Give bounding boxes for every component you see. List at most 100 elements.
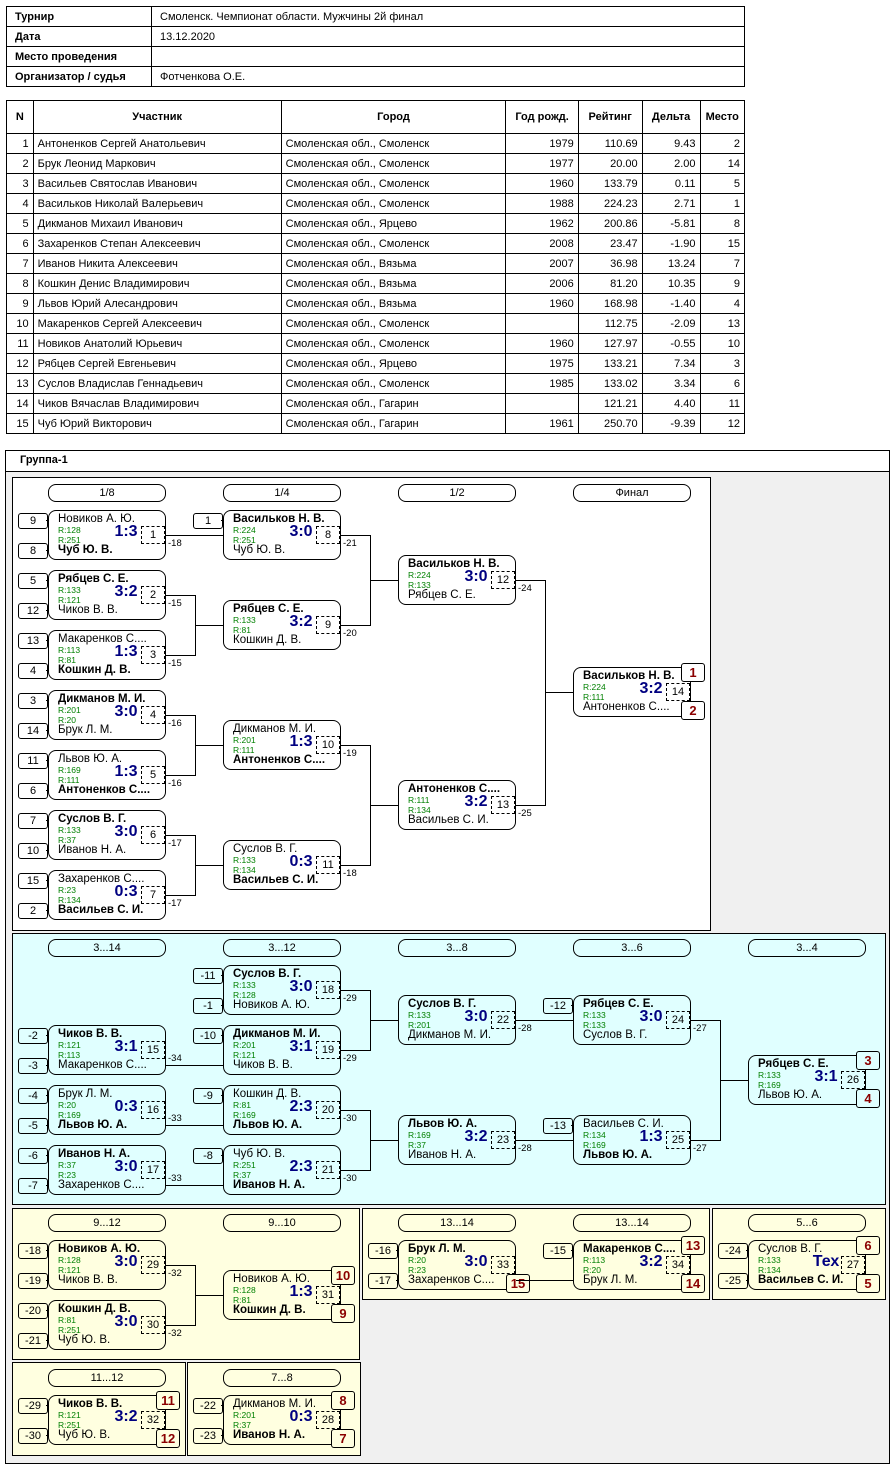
table-cell: 4 [699,293,745,314]
connector-line [166,1265,195,1266]
seed-bottom: 10 [18,843,48,859]
match-score: 3:0 [289,523,313,540]
connector-line [370,805,398,806]
player-top: Макаренков С.... [583,1243,676,1255]
loser-destination: -34 [168,1053,182,1064]
seed-top: -20 [18,1303,48,1319]
table-cell: 9 [699,273,745,294]
match-score: 3:0 [114,703,138,720]
player-top: Кошкин Д. В. [233,1088,302,1100]
connector-line [691,1140,720,1141]
match-number: 5 [141,766,165,784]
connector-line [341,1170,370,1171]
seed-bottom: 4 [18,663,48,679]
table-cell: 1961 [505,413,579,434]
round-header: 7...8 [223,1369,341,1387]
rating-bottom: R:169 [758,1080,781,1090]
table-cell: Смоленская обл., Вязьма [280,293,507,314]
table-cell: 110.69 [577,133,643,154]
table-cell: Макаренков Сергей Алексеевич [32,313,282,334]
player-top: Кошкин Д. В. [58,1303,131,1315]
match-number: 14 [666,683,690,701]
match-number: 33 [491,1256,515,1274]
match-score: 3:2 [639,680,663,697]
round-header: 13...14 [573,1214,691,1232]
seed-top: 7 [18,813,48,829]
match-number: 13 [491,796,515,814]
rating-top: R:201 [233,1410,256,1420]
table-cell: 2006 [505,273,579,294]
round-header: 3...4 [748,939,866,957]
connector-line [341,1110,370,1111]
loser-destination: -17 [168,898,182,909]
rating-top: R:201 [233,735,256,745]
match-score: 3:0 [464,1008,488,1025]
table-cell: 14 [6,393,34,414]
info-label: Организатор / судья [6,66,152,87]
rating-top: R:201 [233,1040,256,1050]
connector-line [341,535,370,536]
column-header: Участник [32,100,282,134]
connector-line [166,1185,223,1186]
player-top: Рябцев С. Е. [233,603,304,615]
match-number: 3 [141,646,165,664]
connector-line [516,580,545,581]
seed-top: -16 [368,1243,398,1259]
info-value: Смоленск. Чемпионат области. Мужчины 2й … [151,6,745,27]
loser-destination: -19 [343,748,357,759]
connector-line [221,1155,223,1156]
seed-bottom: -1 [193,998,223,1014]
table-cell: 10 [699,333,745,354]
connector-line [370,1020,398,1021]
rating-top: R:113 [58,645,81,655]
rating-top: R:128 [58,1255,81,1265]
player-bottom: Кошкин Д. В. [233,1304,306,1316]
loser-destination: -18 [168,538,182,549]
table-cell: Смоленская обл., Гагарин [280,413,507,434]
match-number: 9 [316,616,340,634]
player-bottom: Брук Л. М. [583,1274,638,1286]
loser-destination: -25 [518,808,532,819]
seed-bottom: -17 [368,1273,398,1289]
table-cell: 20.00 [577,153,643,174]
loser-destination: -20 [343,628,357,639]
